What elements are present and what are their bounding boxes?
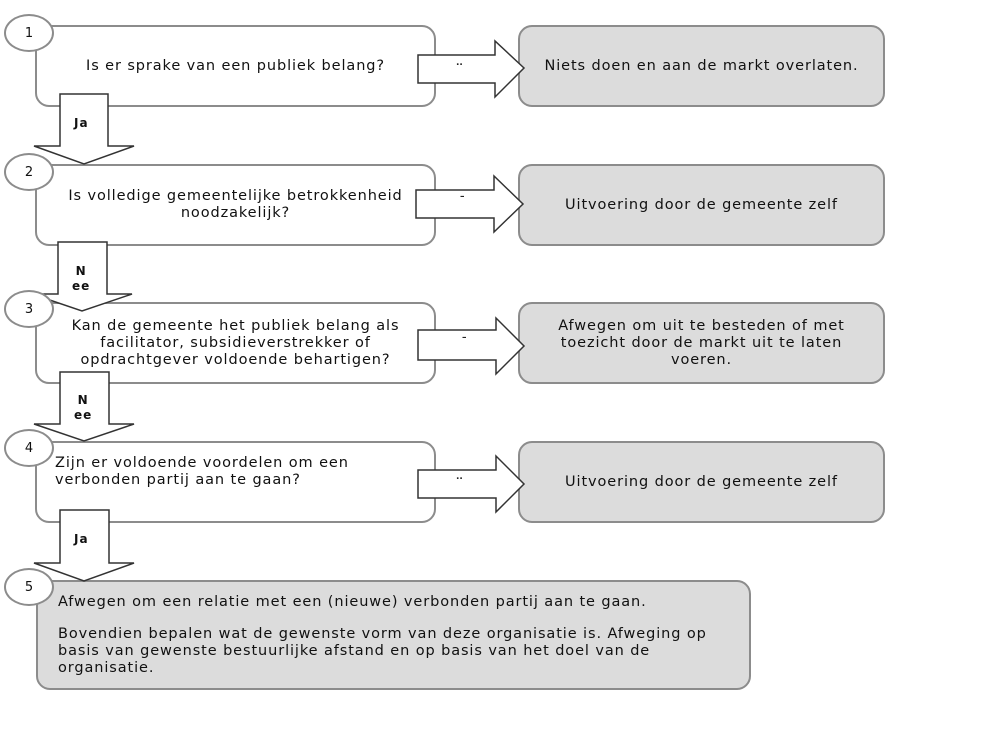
- right-arrow-4: [417, 454, 526, 514]
- down-arrow-1: [33, 93, 135, 165]
- step-number-2: 2: [4, 153, 54, 191]
- question-text-1: Is er sprake van een publiek belang?: [86, 57, 385, 74]
- down-label-1: Ja: [74, 116, 89, 130]
- outcome-text-4: Uitvoering door de gemeente zelf: [565, 473, 838, 490]
- down-arrow-4: [33, 509, 135, 582]
- final-paragraph-1: Afwegen om een relatie met een (nieuwe) …: [58, 594, 647, 610]
- down-label-3: N ee: [74, 393, 93, 422]
- question-text-2: Is volledige gemeentelijke betrokkenheid…: [68, 188, 403, 221]
- question-text-3: Kan de gemeente het publiek belang als f…: [71, 317, 400, 368]
- down-label-2: N ee: [72, 264, 91, 293]
- question-box-4: Zijn er voldoende voordelen om een verbo…: [35, 441, 436, 523]
- right-arrow-2: [415, 174, 525, 234]
- final-box: Afwegen om een relatie met een (nieuwe) …: [36, 580, 751, 690]
- down-label-4: Ja: [74, 532, 89, 546]
- outcome-text-3: Afwegen om uit te besteden of met toezic…: [558, 317, 845, 368]
- question-box-3: Kan de gemeente het publiek belang als f…: [35, 302, 436, 384]
- question-text-4: Zijn er voldoende voordelen om een verbo…: [55, 455, 349, 488]
- outcome-box-3: Afwegen om uit te besteden of met toezic…: [518, 302, 885, 384]
- right-arrow-1: [417, 39, 526, 99]
- outcome-text-2: Uitvoering door de gemeente zelf: [565, 196, 838, 213]
- outcome-box-1: Niets doen en aan de markt overlaten.: [518, 25, 885, 107]
- right-label-2: –: [460, 192, 465, 202]
- down-arrow-2: [31, 241, 133, 312]
- step-number-3: 3: [4, 290, 54, 328]
- step-number-4: 4: [4, 429, 54, 467]
- right-label-3: –: [462, 333, 467, 343]
- right-label-1: ..: [456, 58, 463, 68]
- down-arrow-3: [33, 371, 135, 442]
- outcome-box-2: Uitvoering door de gemeente zelf: [518, 164, 885, 246]
- right-label-4: ..: [456, 472, 463, 482]
- step-number-5: 5: [4, 568, 54, 606]
- question-box-2: Is volledige gemeentelijke betrokkenheid…: [35, 164, 436, 246]
- right-arrow-3: [417, 316, 526, 376]
- outcome-text-1: Niets doen en aan de markt overlaten.: [544, 57, 859, 74]
- step-number-1: 1: [4, 14, 54, 52]
- final-paragraph-2: Bovendien bepalen wat de gewenste vorm v…: [58, 626, 707, 676]
